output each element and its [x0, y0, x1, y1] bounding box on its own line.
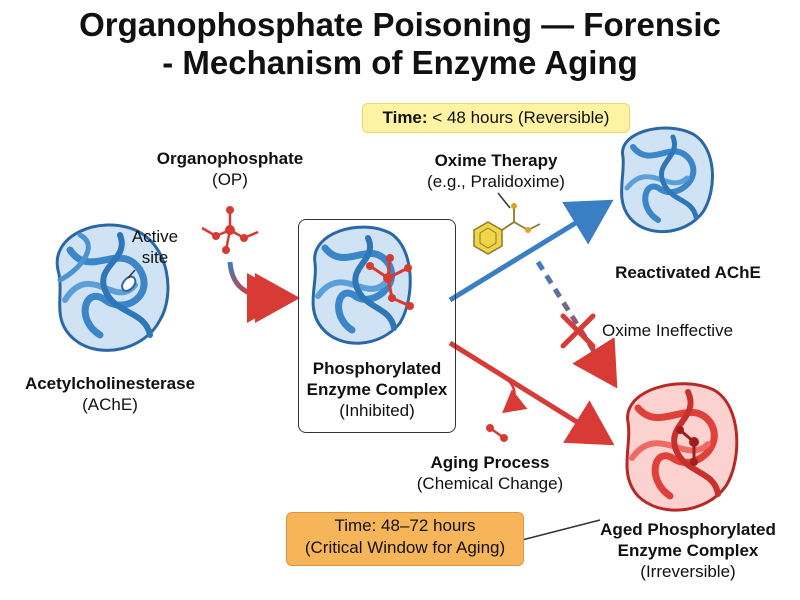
- ache-label: Acetylcholinesterase (AChE): [10, 373, 210, 415]
- ache-protein-icon: [55, 223, 170, 352]
- oxime-therapy-name: Oxime Therapy: [434, 151, 558, 170]
- aging-process-arrow: [502, 379, 528, 414]
- oxime-therapy-example: (e.g., Pralidoxime): [427, 172, 565, 191]
- aging-fragment-icon: [486, 424, 508, 442]
- ineffective-x-icon: [560, 313, 596, 349]
- oxime-therapy-label: Oxime Therapy (e.g., Pralidoxime): [396, 150, 596, 192]
- aged-complex-state: (Irreversible): [640, 562, 736, 581]
- time-aging-callout: Time: 48–72 hours (Critical Window for A…: [286, 512, 524, 566]
- organophosphate-name: Organophosphate: [156, 149, 304, 168]
- aging-process-label: Aging Process (Chemical Change): [400, 452, 580, 494]
- reactivated-ache-text: Reactivated AChE: [615, 263, 761, 282]
- active-site-label: Active site: [115, 226, 195, 268]
- time-reversible-label: Time:: [382, 108, 428, 127]
- time-reversible-value: < 48 hours (Reversible): [432, 108, 610, 127]
- phosphorylated-complex-icon: [311, 225, 414, 345]
- ache-name: Acetylcholinesterase: [24, 374, 196, 393]
- oxime-ineffective-arrow: [535, 260, 618, 389]
- aging-process-name: Aging Process: [430, 453, 550, 472]
- active-site-line-1: Active: [131, 227, 179, 246]
- aged-complex-line-1: Aged Phosphorylated: [600, 520, 776, 539]
- active-site-pointer: [127, 269, 136, 279]
- aged-complex-icon: [625, 382, 739, 512]
- ache-abbr: (AChE): [82, 395, 138, 414]
- oxime-pointer: [497, 192, 511, 209]
- organophosphate-abbr: (OP): [212, 170, 248, 189]
- complex-frame: [298, 219, 456, 433]
- complex-label: Phosphorylated Enzyme Complex (Inhibited…: [298, 358, 456, 421]
- complex-state: (Inhibited): [339, 401, 415, 420]
- active-site-line-2: site: [141, 248, 169, 267]
- oxime-ineffective-label: Oxime Ineffective: [602, 320, 752, 341]
- reactivated-ache-icon: [620, 126, 714, 233]
- organophosphate-molecule-icon: [201, 206, 259, 254]
- time-aging-line-1: Time: 48–72 hours: [334, 516, 476, 535]
- title-line-2: - Mechanism of Enzyme Aging: [162, 44, 638, 81]
- time-reversible-callout: Time: < 48 hours (Reversible): [362, 103, 630, 133]
- organophosphate-label: Organophosphate (OP): [130, 148, 330, 190]
- reactivated-ache-label: Reactivated AChE: [598, 262, 778, 283]
- reactivation-arrow: [448, 199, 614, 303]
- aged-complex-label: Aged Phosphorylated Enzyme Complex (Irre…: [588, 519, 788, 582]
- title-line-1: Organophosphate Poisoning — Forensic: [79, 6, 721, 43]
- complex-line-2: Enzyme Complex: [306, 380, 448, 399]
- aging-process-desc: (Chemical Change): [416, 474, 564, 493]
- time-aging-line-2: (Critical Window for Aging): [304, 538, 506, 557]
- complex-line-1: Phosphorylated: [312, 359, 442, 378]
- oxime-molecule-icon: [473, 203, 541, 255]
- time-aging-pointer: [521, 519, 601, 541]
- oxime-ineffective-text: Oxime Ineffective: [602, 321, 734, 340]
- aged-complex-line-2: Enzyme Complex: [617, 541, 759, 560]
- aging-arrow: [448, 340, 615, 446]
- op-binding-arrow: [227, 261, 292, 323]
- page-title: Organophosphate Poisoning — Forensic - M…: [0, 6, 800, 82]
